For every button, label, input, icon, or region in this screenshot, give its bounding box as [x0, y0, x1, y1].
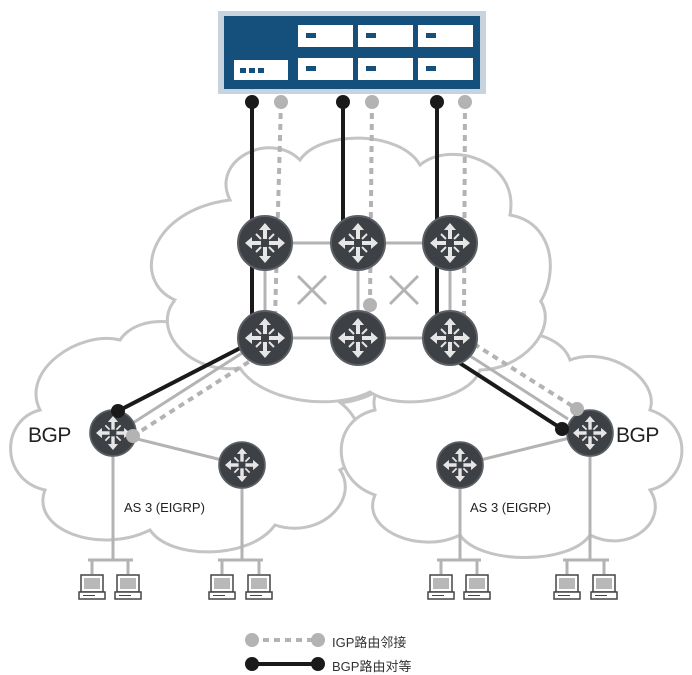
legend-bgp-label: BGP路由对等: [332, 659, 412, 674]
router-icon: [436, 441, 484, 489]
computer-icon: [590, 574, 618, 600]
router-icon: [566, 409, 614, 457]
bgp-label-right: BGP: [616, 424, 659, 447]
core-igp-endpoint: [126, 298, 584, 443]
cross-mark-right: [388, 274, 420, 306]
as-label-right: AS 3 (EIGRP): [470, 500, 551, 515]
bgp-label-left: BGP: [28, 424, 71, 447]
server-bgp-endpoints: [245, 95, 444, 109]
igp-edge-links: [131, 342, 579, 438]
router-icon: [422, 215, 478, 271]
edge-bgp-endpoint: [111, 404, 569, 436]
router-icon: [422, 310, 478, 366]
legend-igp-label: IGP路由邻接: [332, 635, 407, 650]
computer-icon: [114, 574, 142, 600]
bgp-peering-links: [117, 102, 564, 431]
igp-edge-solid: [124, 346, 569, 430]
server-chassis-icon: [218, 11, 486, 94]
computer-icon: [78, 574, 106, 600]
router-icon: [330, 310, 386, 366]
router-icon: [237, 215, 293, 271]
computer-icon: [208, 574, 236, 600]
cross-mark-left: [296, 274, 328, 306]
computer-icon: [245, 574, 273, 600]
legend-igp-symbol: [245, 633, 325, 647]
igp-adjacency-links: [273, 101, 467, 319]
legend-bgp-symbol: [245, 657, 325, 671]
server-igp-endpoints: [274, 95, 472, 109]
computer-icon: [553, 574, 581, 600]
computer-icon: [463, 574, 491, 600]
router-icon: [218, 441, 266, 489]
router-icon: [330, 215, 386, 271]
computer-icon: [427, 574, 455, 600]
router-icon: [237, 310, 293, 366]
lan-bars: [88, 558, 609, 574]
as-label-left: AS 3 (EIGRP): [124, 500, 205, 515]
